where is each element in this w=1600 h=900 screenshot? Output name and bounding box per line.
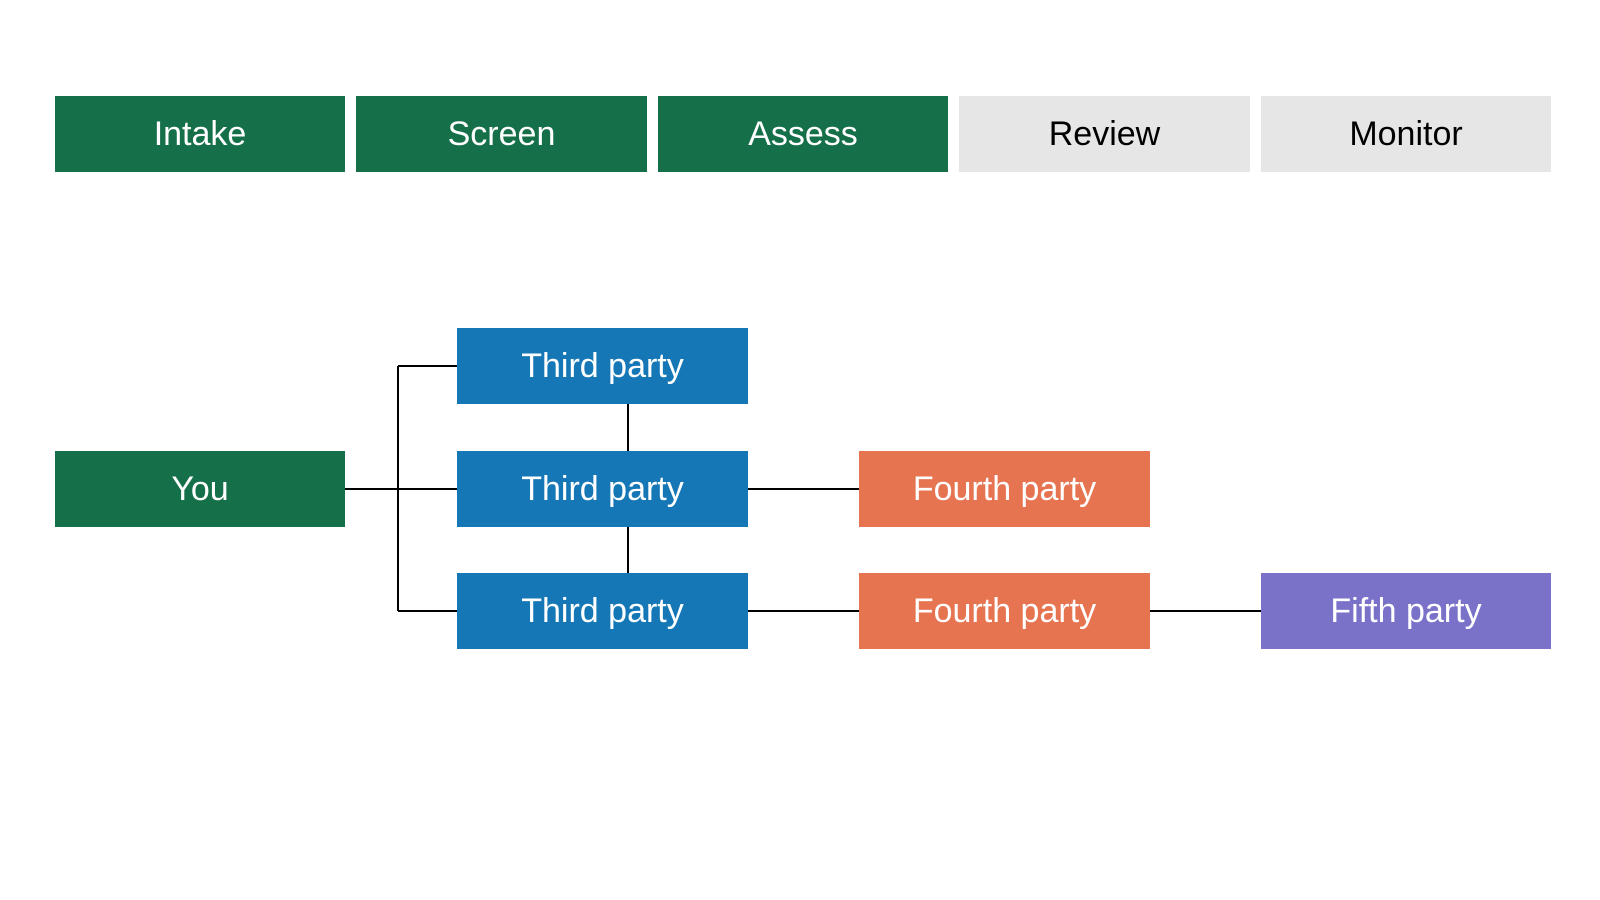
node-third-party-3: Third party [457, 573, 748, 649]
node-you-label: You [171, 469, 229, 508]
node-you: You [55, 451, 345, 527]
node-third-party-2: Third party [457, 451, 748, 527]
node-third-party-1: Third party [457, 328, 748, 404]
stage-monitor-label: Monitor [1349, 114, 1463, 153]
node-fourth-party-1-label: Fourth party [912, 469, 1097, 508]
stage-review: Review [959, 96, 1250, 172]
node-third-party-2-label: Third party [521, 469, 684, 508]
node-fourth-party-1: Fourth party [859, 451, 1150, 527]
stage-screen-label: Screen [447, 114, 556, 153]
node-fifth-party-1: Fifth party [1261, 573, 1551, 649]
stage-monitor: Monitor [1261, 96, 1551, 172]
stage-assess: Assess [658, 96, 948, 172]
stage-assess-label: Assess [748, 114, 858, 153]
stage-intake-label: Intake [153, 114, 247, 153]
stage-review-label: Review [1048, 114, 1161, 153]
node-fourth-party-2: Fourth party [859, 573, 1150, 649]
stage-screen: Screen [356, 96, 647, 172]
node-fifth-party-1-label: Fifth party [1330, 591, 1482, 630]
stage-intake: Intake [55, 96, 345, 172]
node-third-party-3-label: Third party [521, 591, 684, 630]
node-fourth-party-2-label: Fourth party [912, 591, 1097, 630]
node-third-party-1-label: Third party [521, 346, 684, 385]
